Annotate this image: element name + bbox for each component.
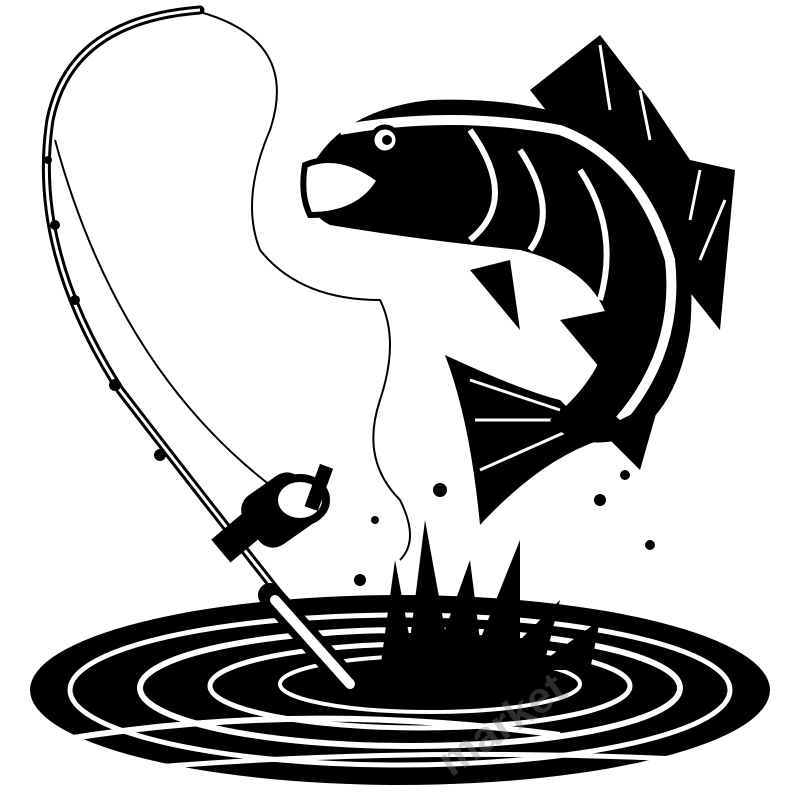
water-splash [354, 470, 655, 670]
rod-guides [44, 156, 166, 461]
bass-fish [300, 35, 735, 525]
fish-body [307, 99, 692, 443]
anal-fin [600, 400, 660, 470]
fish-mouth [300, 157, 384, 219]
fishing-rod [41, 5, 367, 702]
tail-fin [445, 355, 600, 525]
pelvic-fin [560, 310, 610, 380]
fishing-reel [211, 463, 334, 563]
fishing-line-to-reel [54, 139, 291, 501]
pectoral-fin [470, 260, 520, 330]
fishing-line [199, 11, 411, 561]
